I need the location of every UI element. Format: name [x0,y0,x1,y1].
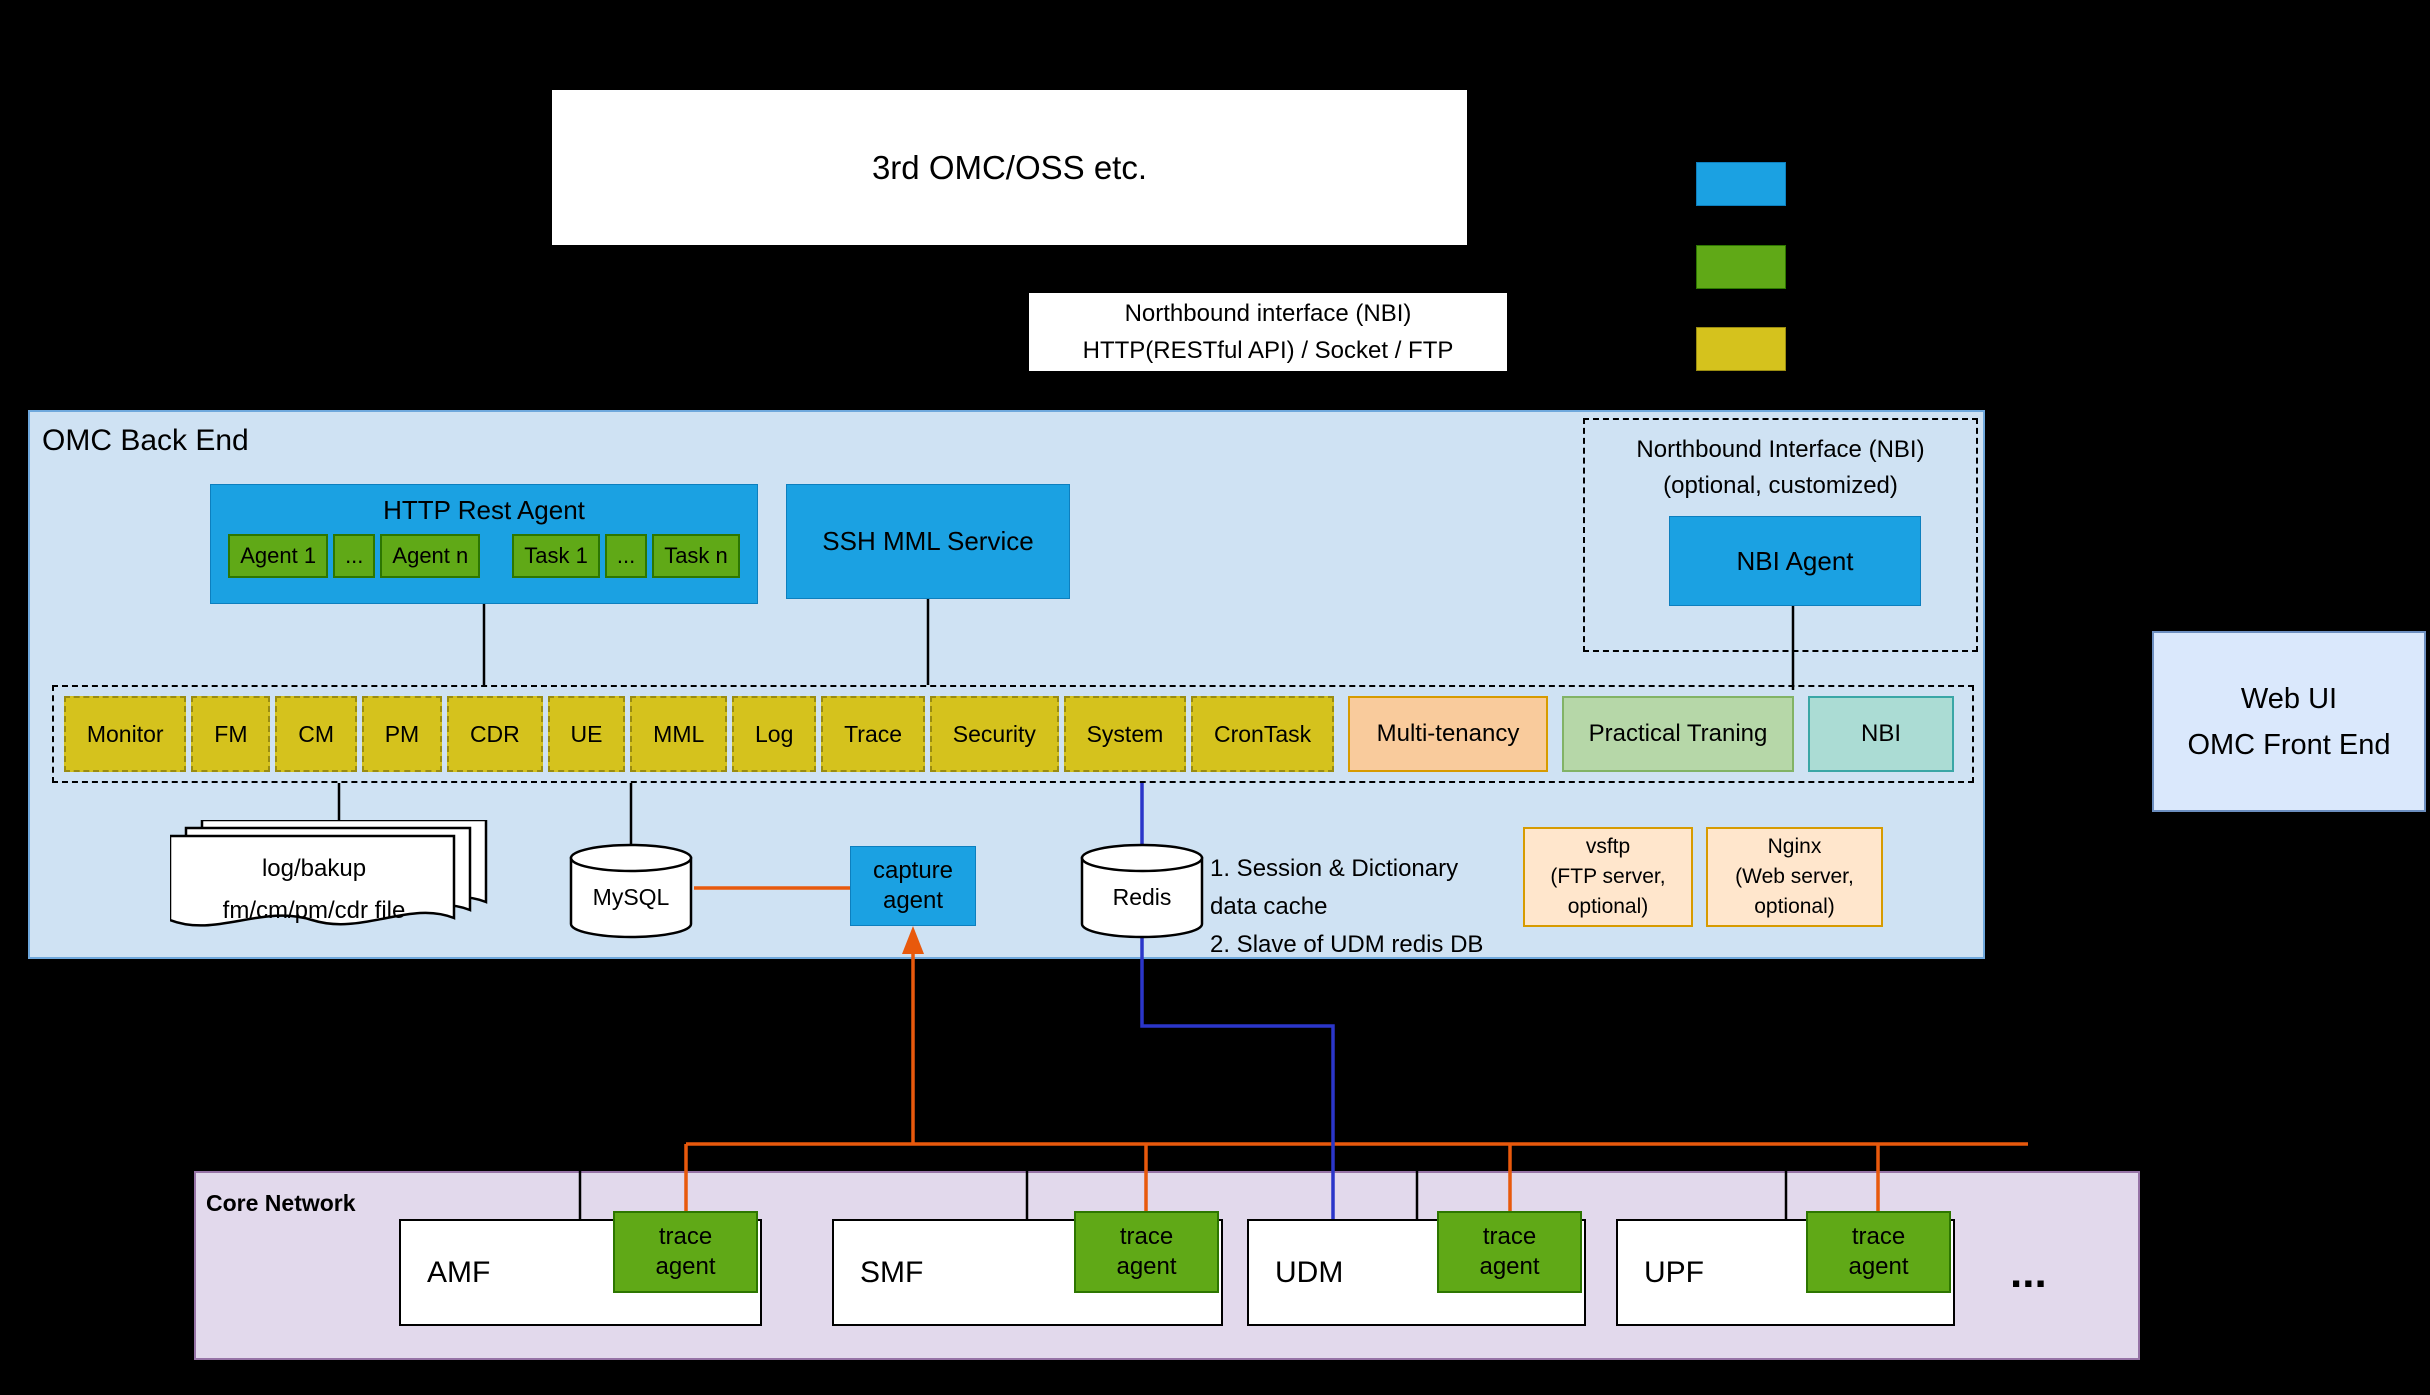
northbound-interface-label: Northbound interface (NBI) HTTP(RESTful … [1029,293,1507,371]
northbound-interface-label-line1: Northbound interface (NBI) [1124,300,1412,327]
module-log: Log [732,696,817,772]
trace-agent-smf: trace agent [1074,1211,1219,1293]
nginx-label-line2: (Web server, [1735,865,1854,888]
trace-agent-label-line1: trace [1482,1223,1537,1250]
backend-title: OMC Back End [42,424,249,457]
module-crontask: CronTask [1191,696,1335,772]
module-cdr: CDR [447,696,543,772]
nbi-optional-title-line1: Northbound Interface (NBI) [1636,436,1925,463]
redis-note-line1: 1. Session & Dictionary [1210,855,1459,882]
module-mml: MML [630,696,728,772]
agent-n-box: Agent n [380,534,481,578]
log-file-label-line2: fm/cm/pm/cdr file [222,897,406,924]
nf-smf-label: SMF [860,1255,924,1289]
trace-agent-label-line2: agent [655,1253,716,1280]
task-n-box: Task n [652,534,740,578]
legend-swatch-yellow [1696,327,1786,371]
ssh-mml-service-label: SSH MML Service [822,526,1034,556]
agent-group: Agent 1 ... Agent n [228,534,481,578]
capture-agent-label-line1: capture [872,857,954,884]
module-trace: Trace [821,696,925,772]
third-party-oss-box: 3rd OMC/OSS etc. [552,90,1467,245]
ssh-mml-service-box: SSH MML Service [786,484,1070,599]
nbi-optional-title-line2: (optional, customized) [1663,472,1898,499]
capture-agent-label-line2: agent [882,887,944,914]
trace-agent-label-line1: trace [1119,1223,1174,1250]
nf-amf-label: AMF [427,1255,491,1289]
vsftp-label-line1: vsftp [1585,835,1631,858]
task-ellipsis-box: ... [604,534,648,578]
redis-database-icon [1080,843,1204,939]
redis-note-line3: 2. Slave of UDM redis DB [1210,931,1484,958]
module-cm: CM [275,696,357,772]
log-file-icon [170,820,488,927]
trace-agent-udm: trace agent [1437,1211,1582,1293]
module-strip: Monitor FM CM PM CDR UE MML Log Trace Se… [64,696,1335,772]
redis-note: 1. Session & Dictionary data cache 2. Sl… [1210,850,1670,964]
trace-agent-label-line2: agent [1479,1253,1540,1280]
nginx-label-line1: Nginx [1767,835,1822,858]
legend-swatch-blue [1696,162,1786,206]
vsftp-label-line3: optional) [1567,895,1649,918]
trace-agent-label-line1: trace [1851,1223,1906,1250]
nginx-label-line3: optional) [1754,895,1835,918]
module-row: Monitor FM CM PM CDR UE MML Log Trace Se… [52,685,1974,783]
module-monitor: Monitor [64,696,187,772]
http-rest-agent-box: HTTP Rest Agent Agent 1 ... Agent n Task… [210,484,758,604]
module-pm: PM [361,696,443,772]
nf-upf-label: UPF [1644,1255,1704,1289]
core-network-title: Core Network [206,1190,356,1216]
northbound-interface-label-line2: HTTP(RESTful API) / Socket / FTP [1082,337,1454,364]
nbi-optional-title: Northbound Interface (NBI) (optional, cu… [1585,420,1976,504]
nf-udm-label: UDM [1275,1255,1344,1289]
nf-ellipsis: ... [2010,1248,2047,1297]
module-system: System [1063,696,1187,772]
nbi-agent-label: NBI Agent [1736,545,1854,576]
log-file-label: log/bakup fm/cm/pm/cdr file [174,848,454,932]
trace-agent-upf: trace agent [1806,1211,1951,1293]
trace-agent-label-line2: agent [1116,1253,1177,1280]
vsftp-label-line2: (FTP server, [1550,865,1666,888]
legend-swatch-green [1696,245,1786,289]
module-nbi: NBI [1808,696,1954,772]
module-fm: FM [191,696,271,772]
http-rest-agent-title: HTTP Rest Agent [383,495,585,525]
nbi-agent-box: NBI Agent [1669,516,1921,606]
task-group: Task 1 ... Task n [512,534,740,578]
capture-agent-box: capture agent [850,846,976,926]
nbi-optional-group: Northbound Interface (NBI) (optional, cu… [1583,418,1978,652]
web-ui-front-end-box: Web UI OMC Front End [2152,631,2426,812]
nginx-box: Nginx (Web server, optional) [1706,827,1883,927]
agent-1-box: Agent 1 [228,534,329,578]
trace-agent-label-line2: agent [1848,1253,1909,1280]
http-rest-agent-children: Agent 1 ... Agent n Task 1 ... Task n [211,534,757,578]
module-security: Security [929,696,1059,772]
task-1-box: Task 1 [512,534,600,578]
vsftp-box: vsftp (FTP server, optional) [1523,827,1693,927]
mysql-database-icon [569,843,693,939]
redis-label: Redis [1112,884,1172,910]
trace-agent-amf: trace agent [613,1211,758,1293]
agent-ellipsis-box: ... [333,534,376,578]
web-ui-label-line2: OMC Front End [2187,728,2391,761]
redis-note-line2: data cache [1210,893,1328,920]
module-practical-training: Practical Traning [1562,696,1794,772]
web-ui-label-line1: Web UI [2240,682,2338,715]
module-ue: UE [547,696,626,772]
module-multi-tenancy: Multi-tenancy [1348,696,1548,772]
third-party-oss-label: 3rd OMC/OSS etc. [871,148,1148,186]
mysql-label: MySQL [592,884,670,910]
log-file-label-line1: log/bakup [261,855,367,882]
trace-agent-label-line1: trace [658,1223,713,1250]
